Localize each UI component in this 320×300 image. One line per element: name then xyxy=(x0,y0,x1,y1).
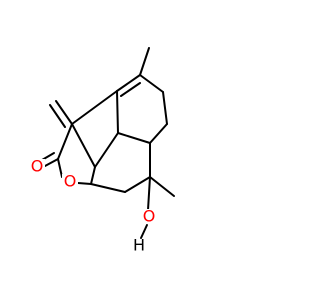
ring-oxygen-label-bg xyxy=(62,174,78,190)
bond-methylene-double-2 xyxy=(49,104,66,128)
bond-c15-c16 xyxy=(90,183,126,193)
bond-methyl-top xyxy=(139,47,150,76)
bond-c8-c7 xyxy=(162,91,168,125)
bond-oxygen-hydrogen xyxy=(140,224,148,239)
bond-c16-ring-oxygen xyxy=(77,182,92,185)
bond-c5-c4 xyxy=(94,132,119,168)
carbonyl-oxygen-label: O xyxy=(31,157,44,176)
bond-c6-c5 xyxy=(117,132,151,144)
bond-c7-c6 xyxy=(149,123,168,144)
carbonyl-oxygen-label-bg xyxy=(29,159,45,175)
bond-c5-c10 xyxy=(116,90,119,134)
bond-c9-c8 xyxy=(139,74,164,93)
bond-c14-c15 xyxy=(124,176,151,193)
hydroxyl-hydrogen-label-bg xyxy=(131,238,147,254)
bond-c14-oxygen xyxy=(147,176,151,211)
bond-c2-c1 xyxy=(57,123,73,160)
chemical-structure-diagram: O O O H xyxy=(29,47,175,255)
bond-methylene-double-1 xyxy=(55,100,73,125)
ring-oxygen-label: O xyxy=(64,172,77,191)
hydroxyl-hydrogen-label: H xyxy=(133,236,145,255)
bond-c1-c10 xyxy=(71,90,118,125)
hydroxyl-oxygen-label: O xyxy=(143,207,156,226)
bond-c1-c4 xyxy=(71,123,96,168)
bond-layer xyxy=(41,47,175,211)
bond-ring-oxygen-c2 xyxy=(57,158,63,178)
hydroxyl-oxygen-label-bg xyxy=(141,209,157,225)
atom-label-layer: O O O H xyxy=(29,157,157,255)
bond-c16-c4 xyxy=(90,166,96,185)
bond-ring-double-c9-c10-inner xyxy=(120,82,141,97)
bond-c14-methyl xyxy=(149,176,175,197)
bond-carbonyl-double-2 xyxy=(41,152,55,161)
bond-carbonyl-double-1 xyxy=(44,158,59,167)
bond-ring-double-c9-c10 xyxy=(116,74,141,92)
